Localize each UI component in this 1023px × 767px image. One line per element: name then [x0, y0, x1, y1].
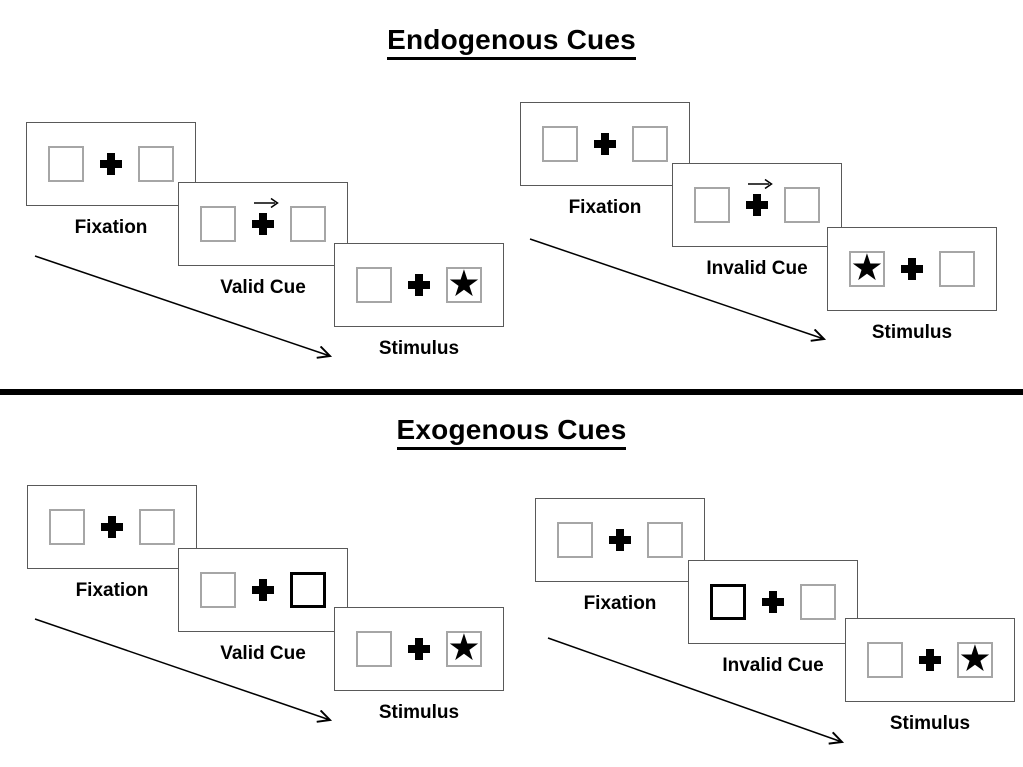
- frame-invalid-cue: Invalid Cue: [688, 560, 858, 677]
- left-box: [48, 146, 84, 182]
- section-title-exogenous: Exogenous Cues: [396, 414, 627, 450]
- right-box: [139, 509, 175, 545]
- left-box: [356, 267, 392, 303]
- left-box: [356, 631, 392, 667]
- frame-label: Fixation: [568, 197, 642, 218]
- right-box: [290, 206, 326, 242]
- plus-icon: [408, 638, 430, 660]
- frame-stimulus: ★ Stimulus: [827, 227, 997, 344]
- right-box: ★: [446, 262, 482, 304]
- section-title-endogenous: Endogenous Cues: [387, 24, 636, 60]
- plus-icon: [100, 153, 122, 175]
- left-box: [542, 126, 578, 162]
- left-box-cue-highlight: [710, 584, 746, 620]
- fixation-panel: [535, 498, 705, 582]
- frame-label: Fixation: [583, 593, 657, 614]
- right-box: [138, 146, 174, 182]
- frame-label: Fixation: [75, 580, 149, 601]
- plus-icon: [594, 133, 616, 155]
- plus-icon: [252, 213, 274, 235]
- fixation-panel: [27, 485, 197, 569]
- right-box: ★: [957, 637, 993, 679]
- frame-fixation: Fixation: [27, 485, 197, 602]
- stimulus-panel: ★: [827, 227, 997, 311]
- star-icon: ★: [958, 637, 992, 679]
- star-icon: ★: [447, 262, 481, 304]
- frame-invalid-cue: Invalid Cue: [672, 163, 842, 280]
- plus-icon: [762, 591, 784, 613]
- frame-label: Invalid Cue: [722, 655, 824, 676]
- right-box: [939, 251, 975, 287]
- cue-panel: [672, 163, 842, 247]
- frame-valid-cue: Valid Cue: [178, 182, 348, 299]
- frame-label: Stimulus: [378, 702, 460, 723]
- plus-icon: [252, 579, 274, 601]
- left-box: [200, 206, 236, 242]
- right-box: [647, 522, 683, 558]
- frame-stimulus: ★ Stimulus: [845, 618, 1015, 735]
- frame-stimulus: ★ Stimulus: [334, 607, 504, 724]
- frame-label: Valid Cue: [220, 277, 306, 298]
- star-icon: ★: [850, 246, 884, 288]
- frame-label: Invalid Cue: [706, 258, 808, 279]
- right-box: [800, 584, 836, 620]
- frame-stimulus: ★ Stimulus: [334, 243, 504, 360]
- plus-icon: [609, 529, 631, 551]
- fixation-cross-icon: [594, 133, 616, 155]
- fixation-cross-icon: [901, 258, 923, 280]
- fixation-cross-icon: [252, 197, 279, 235]
- plus-icon: [101, 516, 123, 538]
- fixation-cross-icon: [746, 178, 773, 216]
- right-box-cue-highlight: [290, 572, 326, 608]
- cue-panel: [688, 560, 858, 644]
- frame-label: Stimulus: [378, 338, 460, 359]
- left-box: [557, 522, 593, 558]
- section-divider: [0, 389, 1023, 395]
- fixation-cross-icon: [100, 153, 122, 175]
- stimulus-panel: ★: [334, 607, 504, 691]
- frame-label: Valid Cue: [220, 643, 306, 664]
- frame-label: Fixation: [74, 217, 148, 238]
- fixation-cross-icon: [252, 579, 274, 601]
- frame-fixation: Fixation: [535, 498, 705, 615]
- right-box: ★: [446, 626, 482, 668]
- frame-valid-cue: Valid Cue: [178, 548, 348, 665]
- left-box: [694, 187, 730, 223]
- plus-icon: [901, 258, 923, 280]
- right-arrow-icon: [748, 178, 773, 189]
- fixation-cross-icon: [609, 529, 631, 551]
- left-box: ★: [849, 246, 885, 288]
- plus-icon: [746, 194, 768, 216]
- right-box: [632, 126, 668, 162]
- left-box: [867, 642, 903, 678]
- frame-fixation: Fixation: [26, 122, 196, 239]
- fixation-cross-icon: [762, 591, 784, 613]
- left-box: [200, 572, 236, 608]
- star-icon: ★: [447, 626, 481, 668]
- right-box: [784, 187, 820, 223]
- plus-icon: [919, 649, 941, 671]
- cue-panel: [178, 182, 348, 266]
- fixation-cross-icon: [919, 649, 941, 671]
- fixation-cross-icon: [101, 516, 123, 538]
- stimulus-panel: ★: [334, 243, 504, 327]
- frame-label: Stimulus: [871, 322, 953, 343]
- frame-label: Stimulus: [889, 713, 971, 734]
- fixation-panel: [26, 122, 196, 206]
- fixation-panel: [520, 102, 690, 186]
- plus-icon: [408, 274, 430, 296]
- section-header-endogenous: Endogenous Cues: [0, 24, 1023, 60]
- right-arrow-icon: [254, 197, 279, 208]
- left-box: [49, 509, 85, 545]
- fixation-cross-icon: [408, 274, 430, 296]
- section-header-exogenous: Exogenous Cues: [0, 414, 1023, 450]
- cue-panel: [178, 548, 348, 632]
- frame-fixation: Fixation: [520, 102, 690, 219]
- stimulus-panel: ★: [845, 618, 1015, 702]
- fixation-cross-icon: [408, 638, 430, 660]
